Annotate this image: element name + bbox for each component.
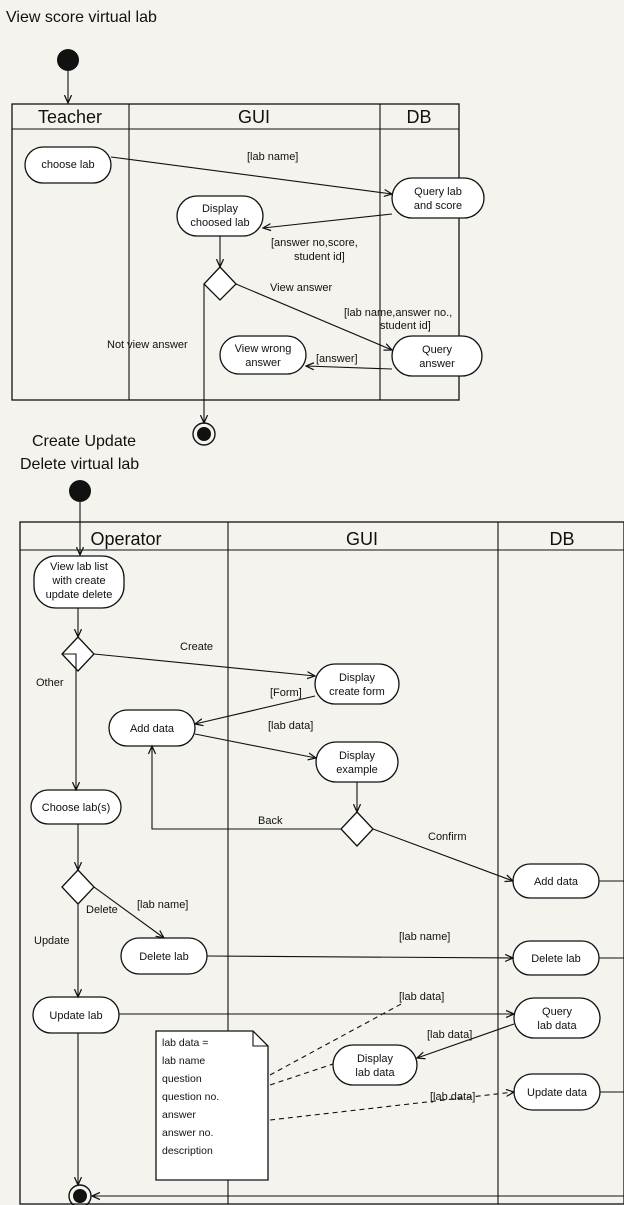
- d2-lane-gui: GUI: [346, 529, 378, 549]
- svg-text:Choose lab(s): Choose lab(s): [42, 802, 110, 814]
- edge-confirm: Confirm: [428, 831, 467, 843]
- svg-text:question no.: question no.: [162, 1091, 219, 1103]
- svg-text:Display: Display: [339, 672, 376, 684]
- d2-final-node: [68, 1184, 92, 1205]
- d1-edges: [110, 156, 392, 423]
- edge-lab-name-answer-no: [lab name,answer no.,: [344, 307, 452, 319]
- svg-text:View lab list: View lab list: [50, 561, 108, 573]
- edge-lab-name-1: [lab name]: [137, 899, 188, 911]
- diagram2-title-line2: Delete virtual lab: [20, 456, 139, 473]
- svg-text:question: question: [162, 1073, 202, 1085]
- edge-lab-data-4: [lab data]: [430, 1091, 475, 1103]
- svg-text:with create: with create: [51, 575, 105, 587]
- node-query-lab-and-score: Query lab and score: [391, 177, 485, 219]
- svg-text:description: description: [162, 1145, 213, 1157]
- edge-student-id-1: student id]: [294, 251, 345, 263]
- svg-text:Display: Display: [202, 203, 239, 215]
- svg-text:Delete lab: Delete lab: [139, 951, 189, 963]
- edge-other: Other: [36, 677, 64, 689]
- edge-back: Back: [258, 815, 283, 827]
- d1-lane-db: DB: [406, 107, 431, 127]
- d1-final-node: [192, 422, 216, 446]
- d1-swimlanes: [11, 103, 460, 401]
- d1-initial-node: [57, 49, 79, 71]
- node-view-wrong-answer: View wrong answer: [219, 335, 307, 375]
- node-update-lab: Update lab: [32, 996, 120, 1034]
- node-add-data-db: Add data: [512, 863, 600, 899]
- svg-text:Add data: Add data: [130, 723, 175, 735]
- node-display-choosed-lab: Display choosed lab: [176, 195, 264, 237]
- node-add-data-operator: Add data: [108, 709, 196, 747]
- node-choose-labs: Choose lab(s): [30, 789, 122, 825]
- svg-text:example: example: [336, 764, 378, 776]
- node-d2-decision-confirm: [340, 811, 374, 847]
- edge-create: Create: [180, 641, 213, 653]
- node-update-data: Update data: [513, 1073, 601, 1111]
- d1-lane-gui: GUI: [238, 107, 270, 127]
- svg-text:Add data: Add data: [534, 876, 579, 888]
- svg-text:Query: Query: [422, 344, 452, 356]
- svg-text:Update lab: Update lab: [49, 1010, 102, 1022]
- d2-lane-operator: Operator: [90, 529, 161, 549]
- edge-student-id-2: student id]: [380, 320, 431, 332]
- node-display-create-form: Display create form: [314, 663, 400, 705]
- node-delete-lab-db: Delete lab: [512, 940, 600, 976]
- svg-text:lab data: lab data: [537, 1020, 577, 1032]
- edge-lab-data-1: [lab data]: [268, 720, 313, 732]
- node-d2-decision-2: [61, 869, 95, 905]
- node-query-lab-data: Query lab data: [513, 997, 601, 1039]
- svg-text:Query lab: Query lab: [414, 186, 462, 198]
- diagram2-title-line1: Create Update: [32, 433, 136, 450]
- d2-edges: [62, 608, 624, 1196]
- svg-text:lab name: lab name: [162, 1055, 205, 1067]
- node-choose-lab: choose lab: [24, 146, 112, 184]
- node-d2-decision-1: [61, 636, 95, 672]
- edge-answer-no-score: [answer no,score,: [271, 237, 358, 249]
- d2-lane-db: DB: [549, 529, 574, 549]
- svg-text:and score: and score: [414, 200, 462, 212]
- diagram1-title: View score virtual lab: [6, 9, 157, 26]
- svg-text:View wrong: View wrong: [235, 343, 292, 355]
- svg-text:answer: answer: [245, 357, 281, 369]
- svg-text:answer: answer: [162, 1109, 196, 1121]
- d1-lane-teacher: Teacher: [38, 107, 102, 127]
- note-lab-data: lab data = lab name question question no…: [155, 1030, 269, 1181]
- svg-text:lab data =: lab data =: [162, 1037, 208, 1049]
- edge-delete: Delete: [86, 904, 118, 916]
- edge-not-view-answer: Not view answer: [107, 339, 188, 351]
- svg-text:answer no.: answer no.: [162, 1127, 213, 1139]
- svg-text:Query: Query: [542, 1006, 572, 1018]
- svg-text:choose lab: choose lab: [41, 159, 94, 171]
- edge-lab-name: [lab name]: [247, 151, 298, 163]
- svg-text:Update data: Update data: [527, 1087, 588, 1099]
- edge-update: Update: [34, 935, 69, 947]
- node-delete-lab-operator: Delete lab: [120, 937, 208, 975]
- edge-view-answer: View answer: [270, 282, 332, 294]
- edge-form: [Form]: [270, 687, 302, 699]
- node-display-example: Display example: [315, 741, 399, 783]
- edge-lab-name-2: [lab name]: [399, 931, 450, 943]
- edge-answer: [answer]: [316, 353, 358, 365]
- d2-initial-node: [69, 480, 91, 502]
- node-query-answer: Query answer: [391, 335, 483, 377]
- svg-text:update delete: update delete: [46, 589, 113, 601]
- svg-text:lab data: lab data: [355, 1067, 395, 1079]
- svg-text:Display: Display: [339, 750, 376, 762]
- edge-lab-data-3: [lab data]: [427, 1029, 472, 1041]
- svg-text:choosed lab: choosed lab: [190, 217, 249, 229]
- node-display-lab-data: Display lab data: [332, 1044, 418, 1086]
- edge-lab-data-2: [lab data]: [399, 991, 444, 1003]
- svg-text:Delete lab: Delete lab: [531, 953, 581, 965]
- svg-text:Display: Display: [357, 1053, 394, 1065]
- node-view-lab-list: View lab list with create update delete: [33, 555, 125, 609]
- svg-text:answer: answer: [419, 358, 455, 370]
- svg-text:create form: create form: [329, 686, 385, 698]
- node-d1-decision: [203, 266, 237, 301]
